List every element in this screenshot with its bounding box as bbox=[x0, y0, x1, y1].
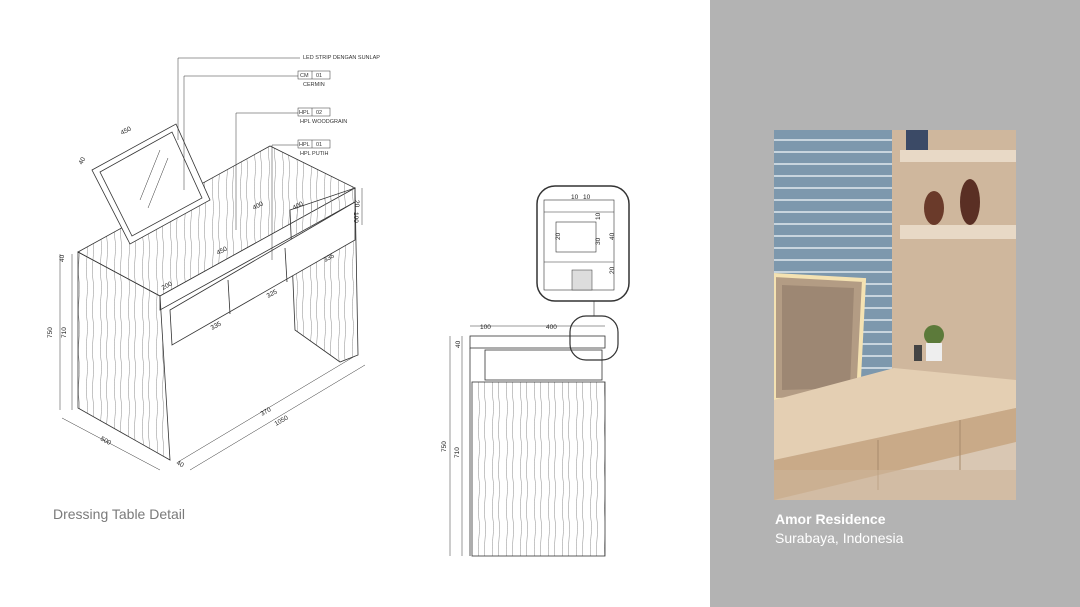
hpl1-num: 02 bbox=[316, 110, 322, 116]
isometric-view bbox=[59, 57, 366, 471]
drawing-caption: Dressing Table Detail bbox=[53, 506, 186, 522]
dim-iso-6: 100 bbox=[352, 212, 359, 223]
project-location: Surabaya, Indonesia bbox=[775, 530, 904, 546]
cm-num: 01 bbox=[316, 73, 322, 79]
section-top bbox=[469, 335, 606, 349]
dim-det-0: 10 bbox=[571, 194, 579, 201]
dim-iso-5: 20 bbox=[353, 200, 360, 208]
dim-det-5: 40 bbox=[609, 232, 616, 240]
dim-det-1: 10 bbox=[583, 194, 591, 201]
iso-dimensions: 450 40 400 400 450 20 100 200 335 335 32… bbox=[47, 125, 360, 469]
dim-iso-15: 1050 bbox=[274, 414, 290, 427]
hpl1-code: HPL bbox=[299, 110, 310, 116]
dim-iso-10: 325 bbox=[266, 288, 279, 299]
dim-iso-8: 335 bbox=[210, 320, 223, 331]
dim-iso-11: 750 bbox=[47, 327, 54, 338]
led-note: LED STRIP DENGAN SUNLAP bbox=[303, 55, 380, 61]
section-drawer bbox=[484, 349, 603, 381]
dim-iso-16: 500 bbox=[99, 436, 112, 447]
dim-iso-12: 710 bbox=[61, 327, 68, 338]
dim-iso-9: 335 bbox=[323, 252, 336, 263]
dim-sec-4: 710 bbox=[454, 447, 461, 458]
detail-dimensions: 10 10 10 20 30 40 20 bbox=[555, 194, 616, 274]
hpl1-desc: HPL WOODGRAIN bbox=[300, 119, 347, 125]
mirror-lid bbox=[91, 123, 211, 245]
upper-shelf bbox=[900, 150, 1016, 162]
dim-det-4: 30 bbox=[595, 237, 602, 245]
project-photo bbox=[774, 130, 1016, 500]
hpl2-code: HPL bbox=[299, 142, 310, 148]
cm-code: CM bbox=[300, 73, 309, 79]
section-dimensions: 100 400 40 750 710 bbox=[441, 324, 557, 458]
left-leg-panel bbox=[77, 251, 171, 461]
drawer-band bbox=[169, 201, 356, 346]
dim-sec-2: 40 bbox=[455, 340, 462, 348]
section-view bbox=[449, 185, 630, 557]
dim-det-6: 20 bbox=[609, 266, 616, 274]
dim-sec-1: 400 bbox=[546, 324, 557, 331]
dim-iso-4: 450 bbox=[216, 245, 229, 256]
lower-shelf bbox=[900, 225, 1016, 239]
dim-iso-13: 40 bbox=[59, 254, 66, 262]
dim-det-3: 20 bbox=[555, 232, 562, 240]
cm-desc: CERMIN bbox=[303, 82, 325, 88]
hpl2-num: 01 bbox=[316, 142, 322, 148]
dim-det-2: 10 bbox=[595, 212, 602, 220]
section-body bbox=[471, 381, 606, 557]
dim-sec-0: 100 bbox=[480, 324, 491, 331]
project-name: Amor Residence bbox=[775, 511, 886, 527]
mirror-glass-lines bbox=[99, 131, 203, 237]
dim-iso-14: 370 bbox=[260, 406, 273, 418]
dim-iso-2: 400 bbox=[252, 200, 265, 211]
photo-table-top bbox=[774, 368, 1016, 460]
dim-iso-7: 200 bbox=[161, 280, 174, 291]
dim-iso-1: 40 bbox=[78, 156, 88, 166]
dim-sec-3: 750 bbox=[441, 441, 448, 452]
annotation-tags: LED STRIP DENGAN SUNLAP CM 01 CERMIN HPL… bbox=[297, 55, 380, 157]
detail-bubble bbox=[536, 185, 630, 302]
dim-iso-17: 40 bbox=[175, 460, 185, 470]
dim-iso-0: 450 bbox=[120, 125, 133, 136]
hpl2-desc: HPL PUTIH bbox=[300, 151, 329, 157]
dim-iso-3: 400 bbox=[292, 200, 305, 211]
technical-drawing: LED STRIP DENGAN SUNLAP CM 01 CERMIN HPL… bbox=[47, 55, 630, 557]
